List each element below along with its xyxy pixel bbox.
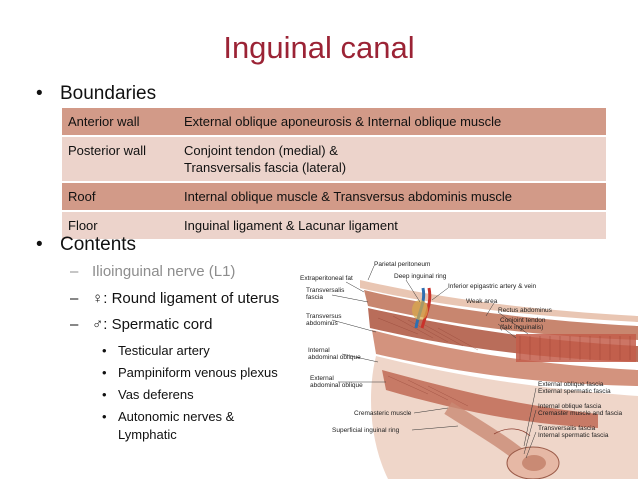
inguinal-canal-illustration: Parietal peritoneum Extraperitoneal fat … xyxy=(298,258,638,480)
list-item-text: Testicular artery xyxy=(118,343,210,358)
label-superficial-inguinal-ring: Superficial inguinal ring xyxy=(332,427,400,434)
contents-heading-text: Contents xyxy=(60,234,137,255)
label-transversalis-fascia-right: Transversalis fascia xyxy=(538,425,596,432)
label-transversalis-fascia-2: fascia xyxy=(306,294,323,301)
row-label: Floor xyxy=(62,210,178,239)
label-int-spermatic-fascia: Internal spermatic fascia xyxy=(538,432,609,439)
slide-title: Inguinal canal xyxy=(223,30,415,65)
label-conjoint-tendon: Conjoint tendon xyxy=(500,317,546,324)
list-item-text: Pampiniform venous plexus xyxy=(118,365,278,380)
list-item: –♀: Round ligament of uterus xyxy=(70,290,280,307)
row-label: Roof xyxy=(62,181,178,211)
anatomy-diagram: Parietal peritoneum Extraperitoneal fat … xyxy=(300,261,638,480)
label-external-abdominal-oblique-2: abdominal oblique xyxy=(310,382,363,389)
list-item: •Pampiniform venous plexus xyxy=(102,365,278,380)
boundaries-heading: • Boundaries xyxy=(36,83,156,105)
label-inferior-epigastric: Inferior epigastric artery & vein xyxy=(448,283,537,290)
list-item-text: ♂: Spermatic cord xyxy=(92,316,213,333)
list-item-text: Lymphatic xyxy=(118,427,177,442)
label-external-abdominal-oblique: External xyxy=(310,375,334,382)
label-int-oblique-fascia: Internal oblique fascia xyxy=(538,403,602,410)
row-value-line: Transversalis fascia (lateral) xyxy=(184,160,347,175)
label-conjoint-tendon-2: (falx inguinalis) xyxy=(500,324,543,331)
list-item: –♂: Spermatic cord xyxy=(70,316,213,333)
label-rectus-abdominus: Rectus abdominus xyxy=(498,307,553,314)
label-cremaster-muscle-fascia: Cremaster muscle and fascia xyxy=(538,410,623,417)
list-item-text: ♀: Round ligament of uterus xyxy=(92,290,280,307)
list-item: •Testicular artery xyxy=(102,343,210,358)
table-row: Floor Inguinal ligament & Lacunar ligame… xyxy=(62,210,606,239)
boundaries-heading-text: Boundaries xyxy=(60,83,157,104)
label-extraperitoneal-fat: Extraperitoneal fat xyxy=(300,275,353,282)
list-item: •Autonomic nerves & Lymphatic xyxy=(102,409,235,442)
label-internal-abdominal-oblique-2: abdominal oblique xyxy=(308,354,361,361)
list-item: •Vas deferens xyxy=(102,387,194,402)
row-value: Conjoint tendon (medial) & Transversalis… xyxy=(178,135,606,182)
label-weak-area: Weak area xyxy=(466,298,498,305)
boundaries-table: Anterior wall External oblique aponeuros… xyxy=(62,108,606,239)
contents-heading: • Contents xyxy=(36,234,136,256)
label-parietal-peritoneum: Parietal peritoneum xyxy=(374,261,430,268)
list-item-text: Autonomic nerves & xyxy=(118,409,235,424)
list-item-text: Vas deferens xyxy=(118,387,194,402)
list-item-text: Ilioinguinal nerve (L1) xyxy=(92,263,236,280)
row-label: Anterior wall xyxy=(62,108,178,136)
row-value: Inguinal ligament & Lacunar ligament xyxy=(178,210,606,239)
row-value: External oblique aponeurosis & Internal … xyxy=(178,108,606,136)
label-deep-inguinal-ring: Deep inguinal ring xyxy=(394,273,447,280)
row-label: Posterior wall xyxy=(62,135,178,182)
bullet-icon: • xyxy=(36,83,43,104)
label-transversus-abdominus: Transversus xyxy=(306,313,342,320)
row-value-line: Conjoint tendon (medial) & xyxy=(184,143,338,158)
table-row: Roof Internal oblique muscle & Transvers… xyxy=(62,181,606,211)
label-ext-spermatic-fascia: External spermatic fascia xyxy=(538,388,611,395)
label-transversus-abdominus-2: abdominus xyxy=(306,320,339,327)
list-item: –Ilioinguinal nerve (L1) xyxy=(70,263,236,280)
label-ext-oblique-fascia: External oblique fascia xyxy=(538,381,604,388)
bullet-icon: • xyxy=(36,234,43,255)
label-transversalis-fascia: Transversalis xyxy=(306,287,345,294)
row-value: Internal oblique muscle & Transversus ab… xyxy=(178,181,606,211)
label-internal-abdominal-oblique: Internal xyxy=(308,347,330,354)
table-row: Posterior wall Conjoint tendon (medial) … xyxy=(62,135,606,182)
label-cremasteric-muscle: Cremasteric muscle xyxy=(354,410,412,417)
table-row: Anterior wall External oblique aponeuros… xyxy=(62,108,606,136)
